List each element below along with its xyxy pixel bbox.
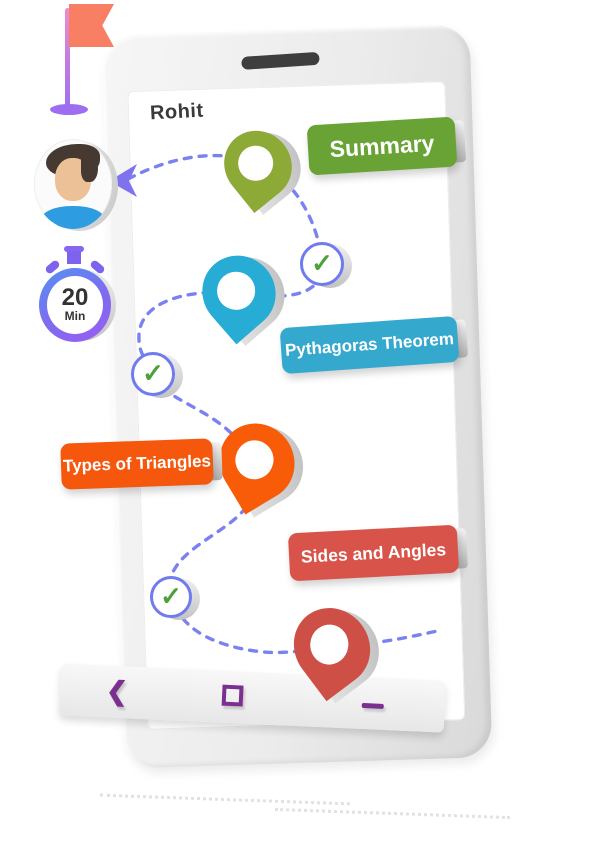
- map-pin-pythagoras-theorem[interactable]: [187, 240, 300, 347]
- stopwatch-crown: [67, 251, 81, 264]
- timer-unit: Min: [64, 309, 86, 324]
- checkmark-icon: ✓: [160, 580, 182, 611]
- check-circle: ✓: [300, 242, 344, 286]
- topic-label: Sides and Angles: [287, 524, 460, 582]
- recent-minus-icon[interactable]: [361, 702, 384, 709]
- topic-label: Summary: [306, 116, 458, 176]
- topic-chip-summary[interactable]: Summary: [306, 116, 467, 176]
- flag-pole: [65, 8, 70, 110]
- timer-stopwatch: 20 Min: [36, 246, 116, 350]
- topic-chip-types-of-triangles[interactable]: Types of Triangles: [60, 438, 223, 490]
- checkmark-icon: ✓: [142, 357, 164, 388]
- flag-icon: [69, 4, 114, 47]
- topic-chip-sides-and-angles[interactable]: Sides and Angles: [287, 524, 468, 582]
- student-name: Rohit: [149, 99, 205, 125]
- checkpoint-badge-3: ✓: [150, 576, 200, 620]
- check-circle: ✓: [150, 576, 192, 618]
- map-pin-summary[interactable]: [210, 117, 315, 215]
- student-avatar: [34, 139, 118, 231]
- phone-ground-shadow: [275, 807, 510, 820]
- home-square-icon[interactable]: [221, 684, 244, 707]
- checkmark-icon: ✓: [311, 247, 333, 278]
- checkpoint-badge-1: ✓: [300, 242, 352, 288]
- stopwatch-cap: [64, 246, 84, 252]
- check-circle: ✓: [131, 352, 175, 396]
- topic-label: Types of Triangles: [60, 438, 214, 490]
- avatar-hair-sweep: [80, 151, 98, 183]
- checkpoint-badge-2: ✓: [131, 352, 183, 398]
- earpiece-speaker: [241, 51, 320, 70]
- avatar-shirt: [41, 205, 105, 229]
- flag-base: [50, 104, 88, 115]
- stopwatch-face: 20 Min: [47, 276, 103, 334]
- phone-ground-shadow: [100, 793, 350, 806]
- avatar-portrait: [34, 139, 112, 229]
- timer-value: 20: [61, 284, 89, 312]
- map-pin-sides-and-angles[interactable]: [278, 592, 395, 704]
- back-icon[interactable]: ❮: [105, 675, 129, 707]
- stopwatch-ring: 20 Min: [39, 268, 111, 342]
